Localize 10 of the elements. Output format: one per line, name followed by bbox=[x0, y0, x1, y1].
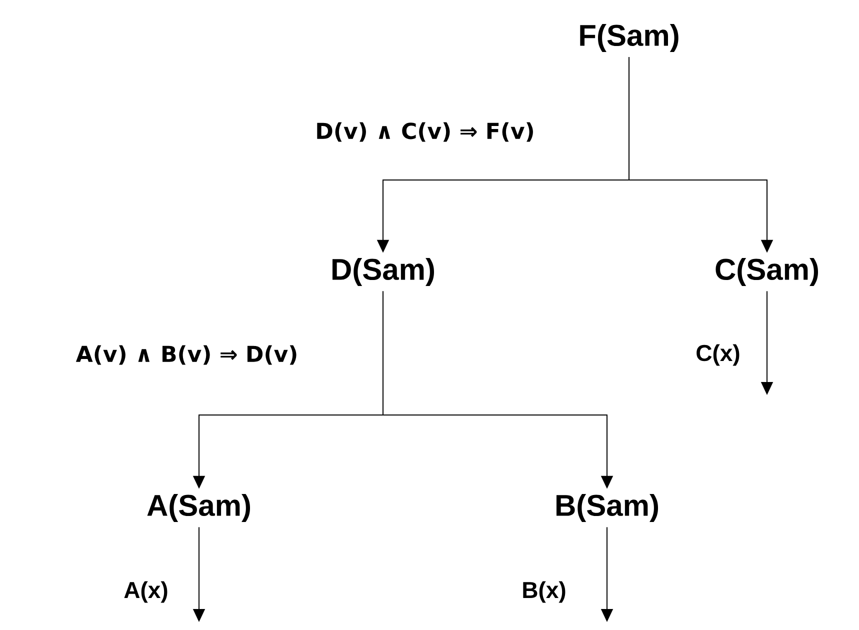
edge-label: A(x) bbox=[124, 581, 168, 603]
rule-label: A(v) ∧ B(v) ⇒ D(v) bbox=[76, 345, 296, 365]
edge-label: B(x) bbox=[523, 581, 566, 603]
node-label: D(Sam) bbox=[332, 258, 434, 286]
node-label: A(Sam) bbox=[147, 494, 250, 522]
rule-label: D(v) ∧ C(v) ⇒ F(v) bbox=[317, 122, 533, 142]
edge-label: C(x) bbox=[696, 344, 740, 366]
node-label: C(Sam) bbox=[716, 258, 818, 286]
node-label: B(Sam) bbox=[556, 494, 658, 522]
node-label: F(Sam) bbox=[580, 24, 678, 52]
